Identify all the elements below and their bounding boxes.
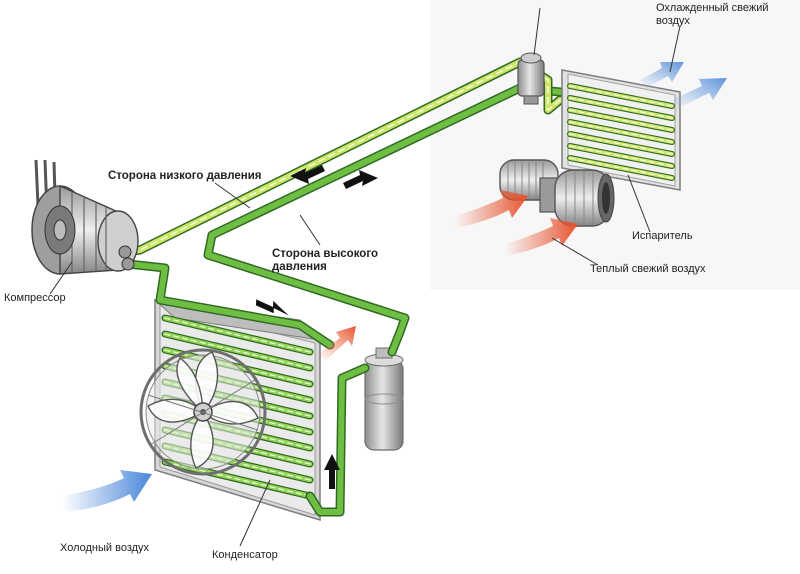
evaporator: [561, 69, 681, 191]
leader-lines: [49, 25, 681, 547]
compressor-label: Компрессор: [4, 292, 66, 304]
condenser-fan: [139, 348, 267, 476]
warm-air-arrow-2: [505, 218, 578, 256]
condenser-label: Конденсатор: [212, 549, 278, 561]
leader-high-side: [299, 214, 321, 246]
warm-fresh-air-label: Теплый свежий воздух: [590, 263, 706, 275]
warm-air-arrow-1: [455, 190, 528, 228]
blower-fan: [499, 159, 615, 227]
receiver-drier: [364, 347, 404, 451]
cool-air-arrow-1: [640, 62, 684, 88]
flow-arrow-high-side: [343, 170, 378, 189]
evaporator-label: Испаритель: [632, 230, 693, 242]
hot-air-out-arrow: [318, 326, 356, 360]
leader-compressor: [49, 261, 73, 295]
leader-low-side: [214, 182, 251, 209]
flow-arrows: [255, 165, 378, 489]
high-pressure-side-label: Сторона высокого давления: [272, 248, 378, 273]
cold-air-arrow: [62, 470, 152, 512]
leader-evaporator: [627, 174, 651, 233]
air-arrows: [62, 62, 727, 512]
cold-air-label: Холодный воздух: [60, 542, 150, 554]
flow-arrow-condenser-in: [255, 299, 289, 316]
cooled-fresh-air-label: Охлажденный свежий воздух: [656, 2, 769, 27]
flow-arrow-low-side: [290, 165, 325, 184]
leader-condenser: [239, 479, 271, 547]
low-pressure-side-label: Сторона низкого давления: [108, 170, 262, 182]
expansion-valve: [517, 7, 545, 105]
condenser: [139, 299, 322, 522]
leader-cool-air: [669, 25, 681, 73]
leader-warm-air: [551, 237, 599, 266]
flow-arrow-condenser-out: [324, 454, 340, 489]
cool-air-arrow-2: [672, 78, 727, 108]
compressor: [31, 159, 139, 275]
